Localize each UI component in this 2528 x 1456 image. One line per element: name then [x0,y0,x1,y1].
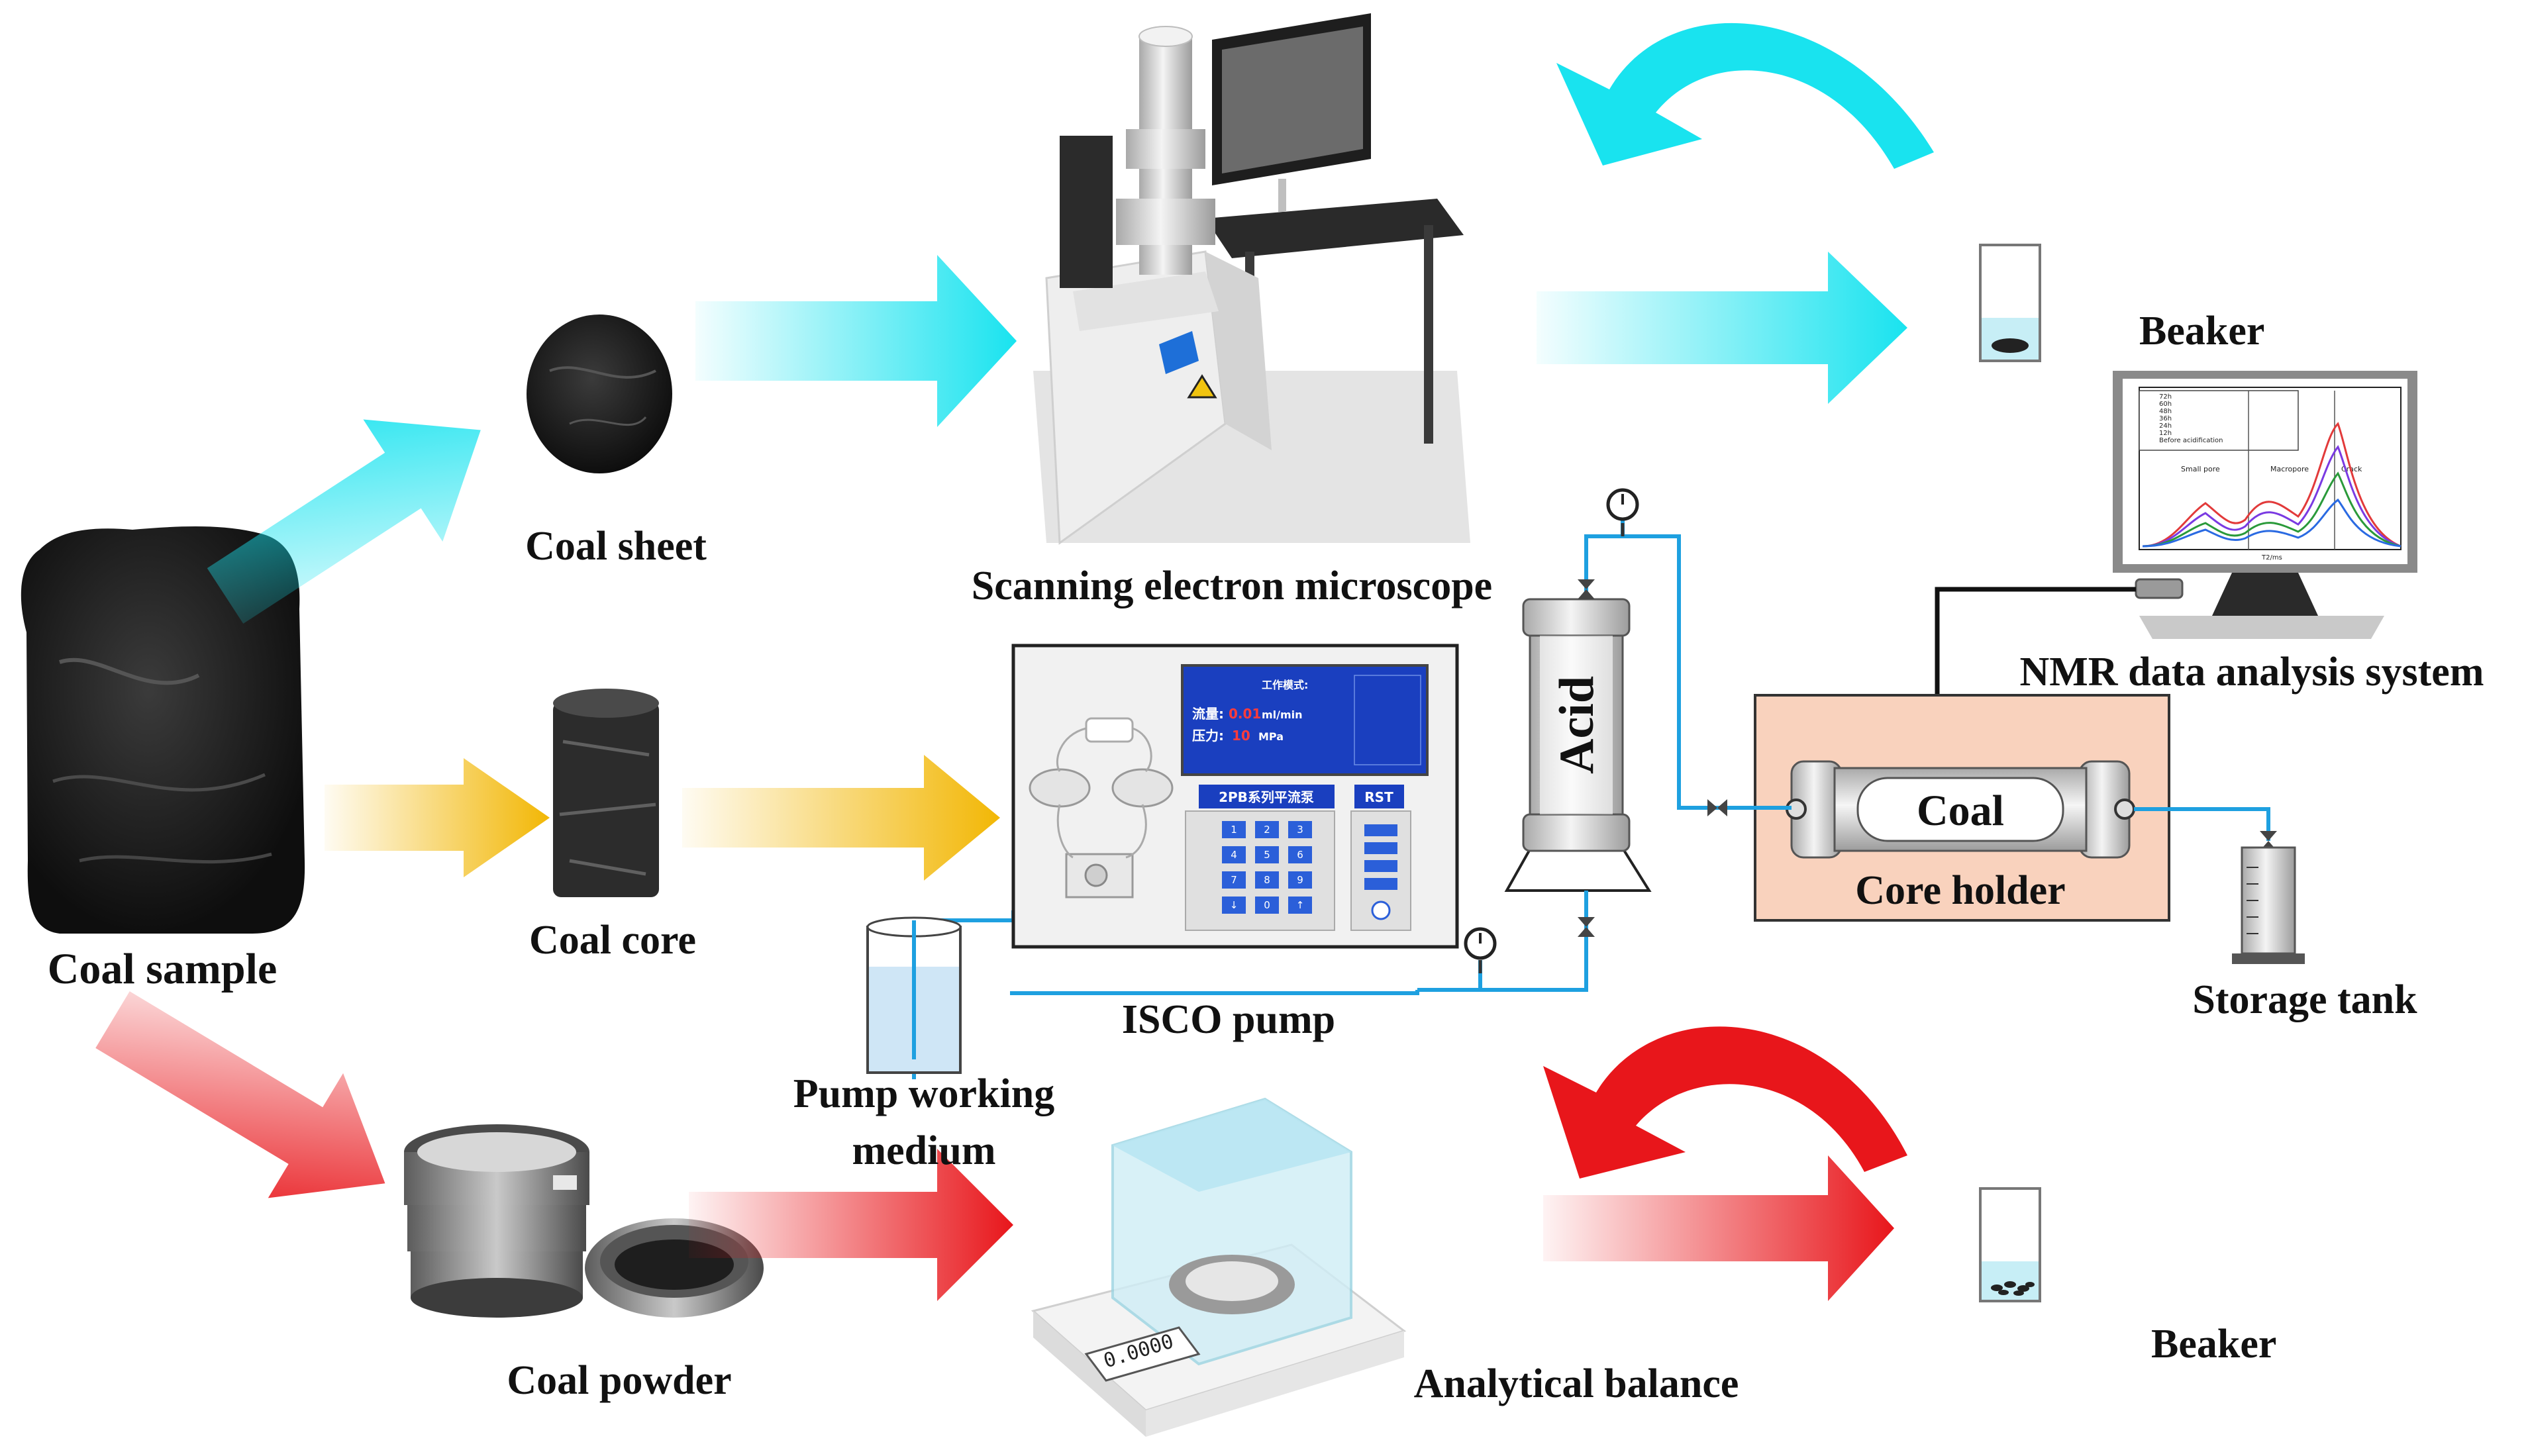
svg-text:24h: 24h [2159,422,2172,430]
svg-text:Before acidification: Before acidification [2159,437,2223,444]
pump-keypad: 1 2 3 4 5 6 7 8 9 ↓ 0 ↑ [1230,824,1305,911]
nmr-legend: 72h 60h 48h 36h 24h 12h Before acidifica… [2159,393,2223,444]
svg-text:9: 9 [1297,874,1303,886]
analytical-balance [1031,1097,1407,1437]
svg-text:5: 5 [1264,849,1270,861]
arrow-balance-to-beaker [1543,1155,1894,1301]
acid-label: Acid [1550,676,1604,774]
nmr-monitor: 72h 60h 48h 36h 24h 12h Before acidifica… [2113,371,2417,639]
nmr-system-label: NMR data analysis system [2020,650,2484,695]
pump-medium-label-line2: medium [852,1128,996,1173]
isco-pump [1011,644,1459,949]
coal-core-label: Coal core [529,918,696,963]
pump-medium-beaker [866,916,962,1074]
curved-arrow-cyan [1556,23,1934,169]
pump-pressure-value: 10 [1232,728,1250,744]
svg-text:36h: 36h [2159,415,2172,422]
nmr-cable [1935,587,2136,695]
coal-powder-label: Coal powder [507,1358,731,1403]
pump-flow-label: 流量: [1192,706,1224,722]
svg-text:6: 6 [1297,849,1303,861]
beaker-top-label: Beaker [2139,309,2264,354]
svg-text:Small pore: Small pore [2181,465,2220,473]
pump-model-label: 2PB系列平流泵 [1219,789,1314,805]
svg-text:4: 4 [1231,849,1237,861]
sem-label: Scanning electron microscope [972,563,1492,608]
sieve-stack-image [404,1124,589,1318]
arrow-sheet-to-sem [695,255,1017,427]
coal-core-image [553,689,659,897]
beaker-top-icon [1979,244,2041,362]
coal-sample-image [21,526,305,934]
pump-reset-label: RST [1364,789,1393,805]
storage-tank-icon [2232,846,2305,964]
pump-mode-label: 工作模式: [1262,679,1308,691]
arrow-sem-to-beaker [1537,252,1907,404]
svg-text:T2/ms: T2/ms [2261,554,2282,561]
pump-flow-unit: ml/min [1262,708,1303,721]
pump-pressure-unit: MPa [1258,730,1284,743]
core-holder [1754,694,2170,922]
arrow-sample-to-sheet [207,419,481,624]
pressure-gauge-icon [1464,488,1639,973]
pump-flow-value: 0.01 [1229,706,1261,722]
svg-text:3: 3 [1297,824,1303,836]
sem-instrument [1033,13,1470,545]
beaker-bottom-icon [1979,1187,2041,1302]
svg-text:↑: ↑ [1296,899,1305,911]
beaker-bottom-label: Beaker [2151,1322,2276,1367]
svg-text:0: 0 [1264,899,1270,911]
analytical-balance-label: Analytical balance [1414,1361,1739,1406]
arrow-powder-to-balance [689,1149,1013,1301]
curved-arrow-red [1543,1026,1907,1179]
svg-text:72h: 72h [2159,393,2172,401]
svg-text:↓: ↓ [1230,899,1239,911]
coal-sheet-label: Coal sheet [525,524,707,569]
coal-sheet-image [527,315,672,473]
acid-container [1504,598,1652,892]
svg-text:12h: 12h [2159,430,2172,437]
isco-pump-label: ISCO pump [1122,997,1335,1042]
valve-icon [1578,579,2277,937]
svg-text:48h: 48h [2159,408,2172,415]
arrow-sample-to-core [325,758,550,877]
core-holder-label: Core holder [1855,868,2065,913]
svg-text:60h: 60h [2159,401,2172,408]
svg-text:2: 2 [1264,824,1270,836]
arrow-sample-to-powder [95,991,385,1198]
pump-medium-label-line1: Pump working [793,1071,1054,1116]
storage-tank-label: Storage tank [2192,977,2417,1022]
pump-pressure-label: 压力: [1192,728,1224,744]
core-holder-coal-label: Coal [1917,787,2004,835]
svg-text:8: 8 [1264,874,1270,886]
svg-text:7: 7 [1231,874,1237,886]
coal-sample-label: Coal sample [48,945,278,993]
arrow-core-to-pump [682,755,1000,881]
svg-text:Macropore: Macropore [2270,465,2309,473]
svg-text:1: 1 [1231,824,1237,836]
